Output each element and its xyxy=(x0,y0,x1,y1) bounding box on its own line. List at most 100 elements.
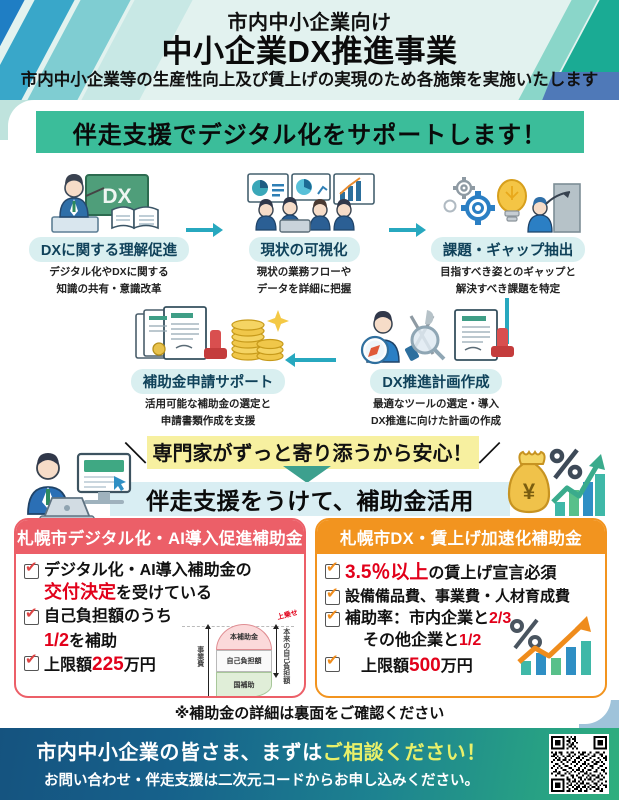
money-bag-percent-growth-chart-icon: ¥ xyxy=(497,442,609,525)
flow-step-title: 現状の可視化 xyxy=(248,237,360,262)
footnote: ※補助金の詳細は裏面をご確認ください xyxy=(174,705,445,722)
card-checklist-item: 上限額500万円 xyxy=(325,653,597,678)
card-checklist-item: 補助率：市内企業と2/3 xyxy=(325,608,597,629)
percent-growth-chart-icon xyxy=(503,614,599,676)
footer-headline-emphasis: ご相談ください！ xyxy=(322,742,487,764)
assurance-line: ＼ 専門家がずっと寄り添うから安心！ ／ xyxy=(110,435,515,469)
page-header: 市内中小企業向け 中小企業DX推進事業 市内中小企業等の生産性向上及び賃上げの実… xyxy=(0,0,619,100)
card-item-text: 上限額225万円 xyxy=(44,653,156,677)
page-footer: 市内中小企業の皆さま、まずはご相談ください！ お問い合わせ・伴走支援は二次元コー… xyxy=(0,728,619,800)
flow-step-title: DXに関する理解促進 xyxy=(28,237,190,262)
card-item-emphasis: 225 xyxy=(92,654,124,676)
card-item-plain: その他企業と xyxy=(363,631,460,649)
flow-step-desc-2: データを詳細に把握 xyxy=(256,283,352,296)
flow-step-desc-1: 現状の業務フローや xyxy=(256,266,352,278)
check-icon xyxy=(325,608,340,627)
card-item-tail: 万円 xyxy=(440,657,473,675)
subsidy-stack-diagram: 上乗せ 事業費 本来の自己負担額 本補助金 自己負担額 国補助 xyxy=(182,609,300,696)
flow-step-gap-analysis: 課題・ギャップ抽出 目指すべき姿とのギャップと 解決すべき課題を特定 xyxy=(418,172,598,296)
gears-lightbulb-icon xyxy=(418,172,598,234)
card-item-text: 3.5％以上の賃上げ宣言必須 xyxy=(345,561,556,585)
diagram-layer-label: 国補助 xyxy=(233,682,255,689)
card-item-emphasis: 3.5％以上 xyxy=(345,562,429,583)
card-item-emphasis: 1/2 xyxy=(44,630,70,651)
flow-step-visualization: 現状の可視化 現状の業務フローや データを詳細に把握 xyxy=(216,172,392,296)
card-item-text: 補助率：市内企業と2/3 xyxy=(345,609,511,629)
card-item-emphasis: 2/3 xyxy=(489,609,512,627)
diagram-layer: 自己負担額 xyxy=(216,650,272,672)
diagram-label-right: 本来の自己負担額 xyxy=(282,628,290,684)
diagram-layer-label: 本補助金 xyxy=(230,634,258,641)
flow-step-subsidy-support: 補助金申請サポート 活用可能な補助金の選定と 申請書類作成を支援 xyxy=(108,304,308,428)
result-banner: 伴走支援をうけて、補助金活用 xyxy=(110,482,510,516)
diagram-label-top: 上乗せ xyxy=(276,609,299,622)
card-item-tail: 万円 xyxy=(123,657,156,675)
compass-tools-document-icon xyxy=(340,304,532,366)
card-item-emphasis: 1/2 xyxy=(459,631,482,649)
businessman-laptop-monitor-icon xyxy=(18,448,136,527)
flow-step-desc-1: デジタル化やDXに関する xyxy=(49,266,169,278)
card-item-text: 設備備品費、事業費・人材育成費 xyxy=(345,588,571,606)
check-icon xyxy=(325,653,340,672)
assurance-text: 専門家がずっと寄り添うから安心！ xyxy=(146,435,479,469)
card-title: 札幌市DX・賃上げ加速化補助金 xyxy=(317,520,605,554)
page-title: 中小企業DX推進事業 xyxy=(161,34,458,69)
card-title: 札幌市デジタル化・AI導入促進補助金 xyxy=(16,520,304,554)
diagram-layer: 国補助 xyxy=(216,672,272,696)
support-banner: 伴走支援でデジタル化をサポートします！ xyxy=(36,111,584,153)
flow-step-desc-1: 目指すべき姿とのギャップと xyxy=(440,266,576,278)
card-body: デジタル化・AI導入補助金の 交付決定を受けている 自己負担額のうち 1/2を補… xyxy=(16,554,304,696)
card-checklist-item: 設備備品費、事業費・人材育成費 xyxy=(325,586,597,606)
card-item-text: デジタル化・AI導入補助金の 交付決定を受けている xyxy=(44,561,252,605)
card-checklist-item: 自己負担額のうち xyxy=(24,606,296,627)
diagram-layer: 本補助金 xyxy=(216,624,272,650)
flow-step-title: DX推進計画作成 xyxy=(370,369,502,394)
footer-subline: お問い合わせ・伴走支援は二次元コードからお申し込みください。 xyxy=(44,773,479,789)
card-item-plain: 補助率：市内企業と xyxy=(345,609,490,627)
flow-step-desc-2: 解決すべき課題を特定 xyxy=(455,283,561,296)
card-checklist-item: 上限額225万円 xyxy=(24,652,296,677)
support-banner-label: 伴走支援でデジタル化をサポートします！ xyxy=(72,121,548,149)
assurance-slash-right: ／ xyxy=(478,441,501,466)
check-icon xyxy=(24,560,39,579)
flow-connector-elbow xyxy=(505,298,509,344)
card-item-tail: を受けている xyxy=(116,585,213,603)
card-dx-wage: 札幌市DX・賃上げ加速化補助金 3.5％以上の賃上げ宣言必須 設備備品費、事業費… xyxy=(315,518,607,698)
diagram-cylinder: 本補助金 自己負担額 国補助 xyxy=(216,624,272,696)
qr-code[interactable] xyxy=(549,734,609,794)
documents-stamp-coins-icon xyxy=(108,304,308,366)
card-body: 3.5％以上の賃上げ宣言必須 設備備品費、事業費・人材育成費 補助率：市内企業と… xyxy=(317,554,605,678)
header-eyebrow: 市内中小企業向け xyxy=(227,12,392,34)
flow-step-desc-1: 最適なツールの選定・導入 xyxy=(373,398,499,410)
card-item-plain: 上限額 xyxy=(44,657,93,675)
check-icon xyxy=(325,586,340,606)
check-icon xyxy=(325,560,340,579)
flow-step-title: 補助金申請サポート xyxy=(130,369,286,394)
flow-step-desc-2: DX推進に向けた計画の作成 xyxy=(370,415,502,428)
card-checklist-item: 3.5％以上の賃上げ宣言必須 xyxy=(325,560,597,585)
check-icon xyxy=(24,606,39,625)
check-icon xyxy=(24,652,39,672)
card-digital-ai: 札幌市デジタル化・AI導入促進補助金 デジタル化・AI導入補助金の 交付決定を受… xyxy=(14,518,306,698)
flow-step-desc-2: 知識の共有・意識改革 xyxy=(56,283,162,296)
card-item-text: 自己負担額のうち xyxy=(44,607,172,627)
diagram-arrow-right xyxy=(273,624,279,678)
card-item-plain: の賃上げ宣言必須 xyxy=(428,565,557,582)
flow-step-dx-plan: DX推進計画作成 最適なツールの選定・導入 DX推進に向けた計画の作成 xyxy=(340,304,532,428)
flow-step-title: 課題・ギャップ抽出 xyxy=(430,237,586,262)
header-subtitle: 市内中小企業等の生産性向上及び賃上げの実現のため各施策を実施いたします xyxy=(20,71,599,89)
flow-step-desc-2: 申請書類作成を支援 xyxy=(160,415,256,428)
card-checklist-item: デジタル化・AI導入補助金の 交付決定を受けている xyxy=(24,560,296,605)
flow-arrow-3 xyxy=(285,353,336,367)
diagram-layer-label: 自己負担額 xyxy=(226,658,262,665)
card-item-plain: 自己負担額のうち xyxy=(44,607,173,625)
teacher-blackboard-dx-icon: DX xyxy=(24,172,194,234)
card-item-emphasis: 交付決定 xyxy=(44,582,116,603)
diagram-arrow-left xyxy=(205,624,211,696)
card-item-emphasis: 500 xyxy=(409,654,441,676)
team-dashboard-charts-icon xyxy=(216,172,392,234)
card-item-plain: 上限額 xyxy=(361,657,410,675)
flow-step-understanding: DX DXに関する理解促進 デジ xyxy=(24,172,194,296)
card-item-subline: 1/2を補助 xyxy=(44,629,296,653)
footer-headline-plain: 市内中小企業の皆さま、まずは xyxy=(36,742,323,764)
